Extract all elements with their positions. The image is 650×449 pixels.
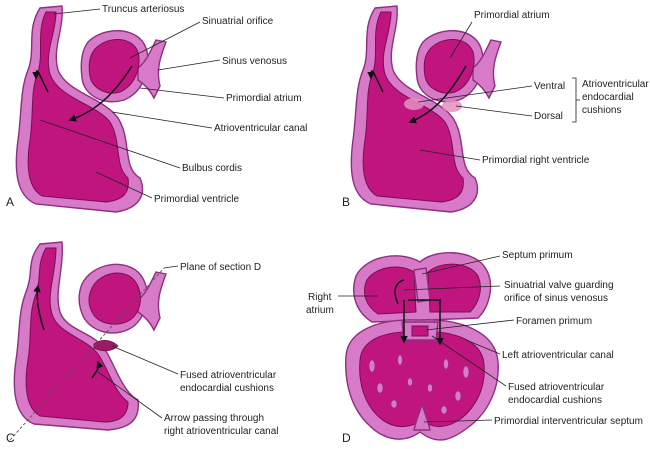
label-sinuatrial-orifice: Sinuatrial orifice [202, 16, 274, 27]
ventricular-trabeculae [368, 354, 470, 415]
leader-sinuatrial [129, 21, 201, 59]
label-primordial-atrium: Primordial atrium [226, 93, 302, 104]
leader-b-right-ventricle [419, 149, 481, 161]
leader-plane [163, 265, 179, 269]
label-dorsal: Dorsal [534, 111, 563, 122]
panel-d: D Septum primum Right atrium Sinuatrial … [306, 250, 643, 445]
leader-atrium [139, 87, 225, 99]
label-b-primordial-atrium: Primordial atrium [474, 10, 550, 21]
label-truncus-arteriosus: Truncus arteriosus [102, 4, 184, 15]
panel-c: C Plane of section D Fused atrioventricu… [6, 241, 279, 445]
leader-c-fused [111, 345, 179, 375]
label-bulbus-cordis: Bulbus cordis [182, 163, 242, 174]
label-iv-septum: Primordial interventricular septum [494, 416, 643, 427]
panel-d-heart [345, 252, 499, 441]
label-d-fused-line1: Fused atrioventricular [508, 382, 605, 393]
leader-bulbus [39, 119, 181, 169]
leader-foramen [425, 319, 515, 331]
leader-septum-primum [421, 255, 501, 275]
leader-d-fused [431, 335, 507, 387]
panel-b-letter: B [342, 195, 350, 209]
panel-d-letter: D [342, 431, 351, 445]
label-right-atrium-line2: atrium [306, 305, 334, 316]
leader-valve [403, 285, 501, 291]
leader-truncus [53, 8, 101, 15]
label-cushions-line1: Atrioventricular [582, 79, 649, 90]
leader-b-dorsal [455, 105, 533, 117]
panel-a-letter: A [6, 195, 14, 209]
leader-b-atrium [449, 21, 473, 59]
panel-a: A Truncus arteriosus Sinuatrial orifice … [6, 4, 307, 213]
label-ventral: Ventral [534, 81, 565, 92]
label-av-canal: Atrioventricular canal [214, 123, 307, 134]
foramen-primum [411, 325, 429, 337]
leader-iv-septum [423, 419, 493, 423]
leader-b-ventral [417, 85, 533, 103]
label-plane-of-section: Plane of section D [180, 262, 261, 273]
cushions-bracket [572, 77, 580, 123]
label-cushions-line3: cushions [582, 105, 621, 116]
label-d-fused-line2: endocardial cushions [508, 395, 602, 406]
label-left-av-canal: Left atrioventricular canal [502, 350, 614, 361]
label-valve-line1: Sinuatrial valve guarding [504, 280, 614, 291]
panel-c-letter: C [6, 431, 15, 445]
label-primordial-ventricle: Primordial ventricle [154, 194, 239, 205]
interventricular-septum [413, 403, 431, 431]
label-valve-line2: orifice of sinus venosus [504, 293, 608, 304]
leader-sinus [157, 59, 221, 71]
panel-c-heart [9, 241, 167, 441]
panel-a-heart [15, 5, 167, 213]
leader-left-av [465, 339, 501, 355]
dorsal-cushion [442, 100, 462, 112]
label-c-fused-line2: endocardial cushions [180, 383, 274, 394]
leader-ventricle [95, 171, 153, 199]
panel-b: B Primordial atrium Ventral Dorsal Atrio… [342, 5, 649, 213]
label-sinus-venosus: Sinus venosus [222, 56, 287, 67]
label-c-fused-line1: Fused atrioventricular [180, 370, 277, 381]
label-right-atrium-line1: Right [308, 292, 332, 303]
leader-c-arrow [97, 371, 163, 419]
label-c-arrow-line2: right atrioventricular canal [164, 426, 279, 437]
label-foramen-primum: Foramen primum [516, 316, 592, 327]
label-primordial-right-ventricle: Primordial right ventricle [482, 155, 590, 166]
label-septum-primum: Septum primum [502, 250, 573, 261]
panel-b-heart [350, 5, 502, 213]
ventral-cushion [404, 98, 424, 110]
plane-of-section-line [9, 267, 165, 441]
fused-cushion-c [93, 340, 119, 352]
label-cushions-line2: endocardial [582, 92, 634, 103]
label-c-arrow-line1: Arrow passing through [164, 413, 264, 424]
leader-av-canal [111, 111, 213, 129]
